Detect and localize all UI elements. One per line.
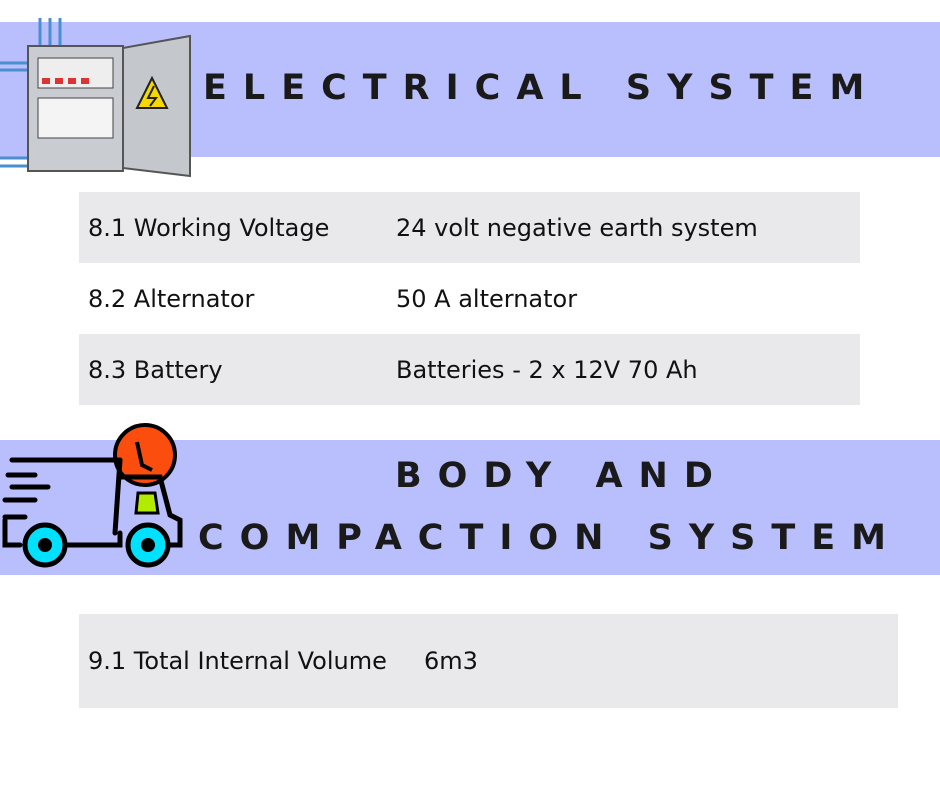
body-spec-table: 9.1 Total Internal Volume 6m3 — [79, 614, 898, 708]
delivery-truck-icon — [2, 423, 183, 568]
table-row: 9.1 Total Internal Volume 6m3 — [79, 614, 898, 708]
spec-label: 9.1 Total Internal Volume — [88, 647, 387, 675]
table-row: 8.1 Working Voltage 24 volt negative eart… — [79, 192, 860, 263]
electrical-panel-icon — [0, 18, 191, 178]
table-row: 8.3 Battery Batteries - 2 x 12V 70 Ah — [79, 334, 860, 405]
spec-value: Batteries - 2 x 12V 70 Ah — [396, 355, 698, 384]
spec-value: 24 volt negative earth system — [396, 213, 758, 242]
electrical-spec-table: 8.1 Working Voltage 24 volt negative eart… — [79, 192, 860, 405]
spec-label: 8.1 Working Voltage — [88, 213, 330, 242]
table-row: 8.2 Alternator 50 A alternator — [79, 263, 860, 334]
electrical-system-heading: ELECTRICAL SYSTEM — [203, 68, 881, 108]
spec-label: 8.2 Alternator — [88, 284, 255, 313]
spec-value: 50 A alternator — [396, 284, 578, 313]
spec-value: 6m3 — [424, 647, 478, 675]
body-heading-line2: COMPACTION SYSTEM — [198, 518, 902, 558]
spec-label: 8.3 Battery — [88, 355, 223, 384]
body-heading-line1: BODY AND — [395, 456, 729, 496]
